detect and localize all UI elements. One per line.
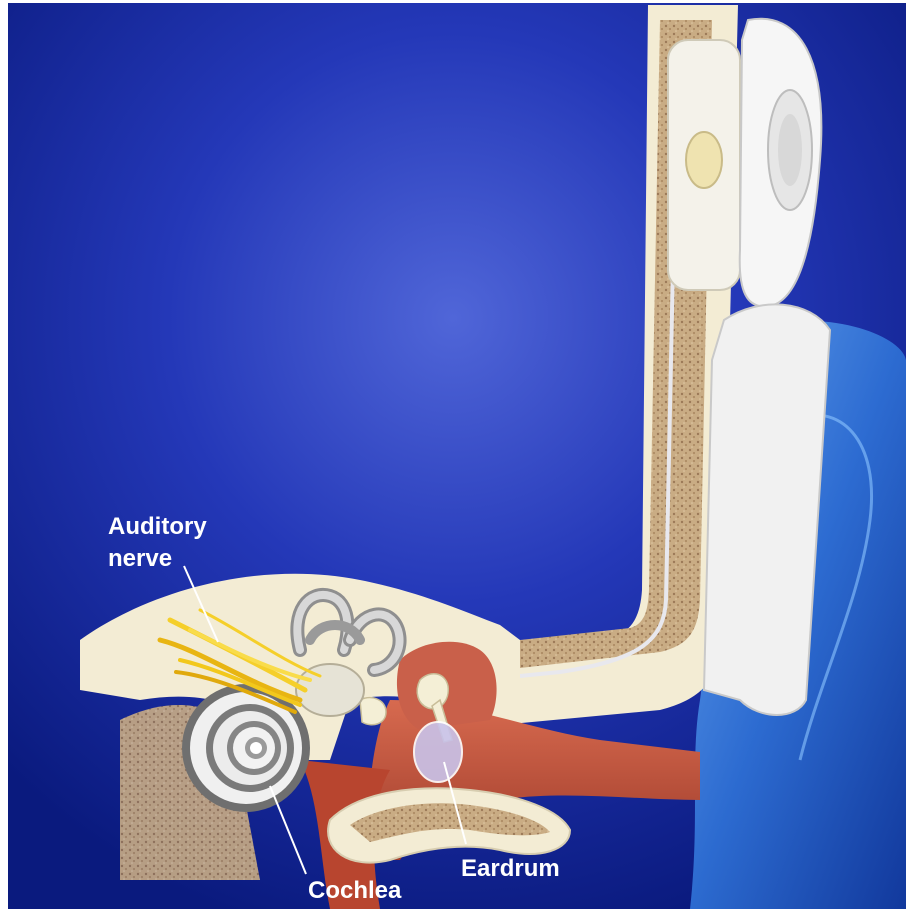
cochlea-label: Cochlea <box>308 876 401 906</box>
eardrum-label: Eardrum <box>461 854 560 884</box>
auditory-nerve-label-line2: nerve <box>108 544 172 574</box>
auditory-nerve-label-line1: Auditory <box>108 512 207 542</box>
left-edge <box>0 0 8 909</box>
eardrum-icon <box>414 722 462 782</box>
top-edge <box>0 0 906 3</box>
